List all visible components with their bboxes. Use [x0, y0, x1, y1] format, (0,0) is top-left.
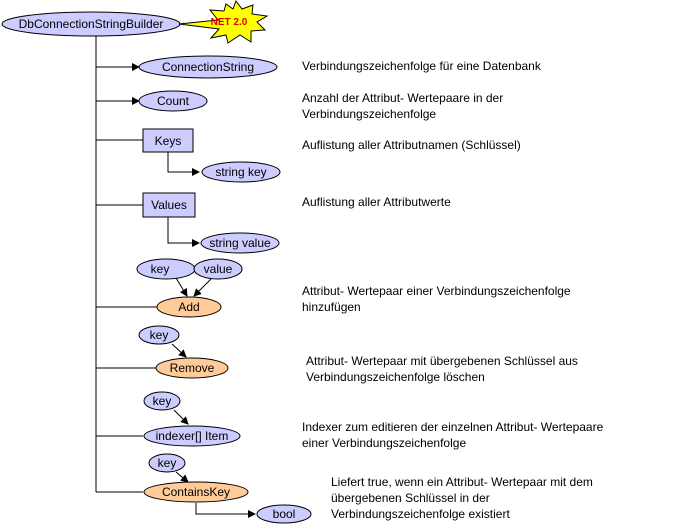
desc-line: Verbindungszeichenfolge löschen [306, 370, 485, 384]
root-label: DbConnectionStringBuilder [19, 17, 164, 31]
node-string-value[interactable]: string value [200, 232, 280, 254]
desc-line: Auflistung aller Attributnamen (Schlüsse… [302, 138, 521, 152]
remove-param-key-label: key [150, 328, 169, 342]
node-item[interactable]: indexer[] Item [143, 425, 241, 447]
badge-label: NET 2.0 [211, 17, 248, 28]
item-param-key-label: key [153, 394, 172, 408]
node-count[interactable]: Count [138, 90, 208, 112]
desc-line: Auflistung aller Attributwerte [302, 195, 451, 209]
desc-connection-string: Verbindungszeichenfolge für eine Datenba… [302, 58, 541, 74]
node-contains-key[interactable]: ContainsKey [143, 481, 249, 503]
desc-line: Anzahl der Attribut- Wertepaare in der [302, 91, 504, 105]
connection-string-label: ConnectionString [162, 60, 254, 74]
desc-item: Indexer zum editieren der einzelnen Attr… [302, 419, 603, 451]
node-connection-string[interactable]: ConnectionString [138, 55, 278, 79]
contains-key-param-key-label: key [158, 456, 177, 470]
desc-line: Attribut- Wertepaar mit übergebenen Schl… [306, 354, 578, 368]
desc-line: Verbindungszeichenfolge existiert [331, 507, 510, 521]
connectors [95, 36, 256, 518]
desc-values: Auflistung aller Attributwerte [302, 194, 451, 210]
desc-line: einer Verbindungszeichenfolge [302, 436, 467, 450]
desc-line: Verbindungszeichenfolge für eine Datenba… [302, 59, 541, 73]
node-contains-key-param-key[interactable]: key [148, 453, 186, 473]
desc-line: Verbindungszeichenfolge [302, 107, 437, 121]
keys-label: Keys [155, 134, 182, 148]
string-value-label: string value [209, 236, 271, 250]
node-add-param-value[interactable]: value [193, 258, 243, 280]
root-node[interactable]: DbConnectionStringBuilder [1, 11, 181, 37]
desc-add: Attribut- Wertepaar einer Verbindungszei… [302, 283, 571, 315]
values-label: Values [151, 198, 187, 212]
node-add-param-key[interactable]: key [136, 258, 196, 280]
desc-keys: Auflistung aller Attributnamen (Schlüsse… [302, 137, 521, 153]
string-key-label: string key [215, 165, 266, 179]
item-label: indexer[] Item [156, 429, 229, 443]
bool-label: bool [273, 507, 296, 521]
desc-remove: Attribut- Wertepaar mit übergebenen Schl… [306, 353, 578, 385]
add-label: Add [178, 300, 199, 314]
add-param-value-label: value [204, 262, 233, 276]
desc-line: Indexer zum editieren der einzelnen Attr… [302, 420, 604, 434]
count-label: Count [157, 94, 190, 108]
node-keys[interactable]: Keys [142, 128, 194, 153]
node-add[interactable]: Add [156, 296, 222, 318]
node-values[interactable]: Values [142, 192, 196, 218]
desc-line: Attribut- Wertepaar einer Verbindungszei… [302, 284, 571, 298]
contains-key-label: ContainsKey [162, 485, 230, 499]
version-badge: NET 2.0 [178, 0, 269, 44]
desc-line: übergebenen Schlüssel in der [331, 491, 490, 505]
desc-count: Anzahl der Attribut- Wertepaare in der V… [302, 90, 503, 122]
node-string-key[interactable]: string key [201, 161, 281, 183]
starburst-icon [178, 0, 269, 44]
node-remove[interactable]: Remove [155, 357, 229, 379]
remove-label: Remove [170, 361, 215, 375]
desc-contains-key: Liefert true, wenn ein Attribut- Wertepa… [331, 474, 593, 522]
node-bool[interactable]: bool [256, 504, 312, 524]
node-remove-param-key[interactable]: key [138, 325, 180, 345]
desc-line: hinzufügen [302, 300, 361, 314]
add-param-key-label: key [151, 262, 170, 276]
desc-line: Liefert true, wenn ein Attribut- Wertepa… [331, 475, 593, 489]
node-item-param-key[interactable]: key [143, 391, 181, 411]
